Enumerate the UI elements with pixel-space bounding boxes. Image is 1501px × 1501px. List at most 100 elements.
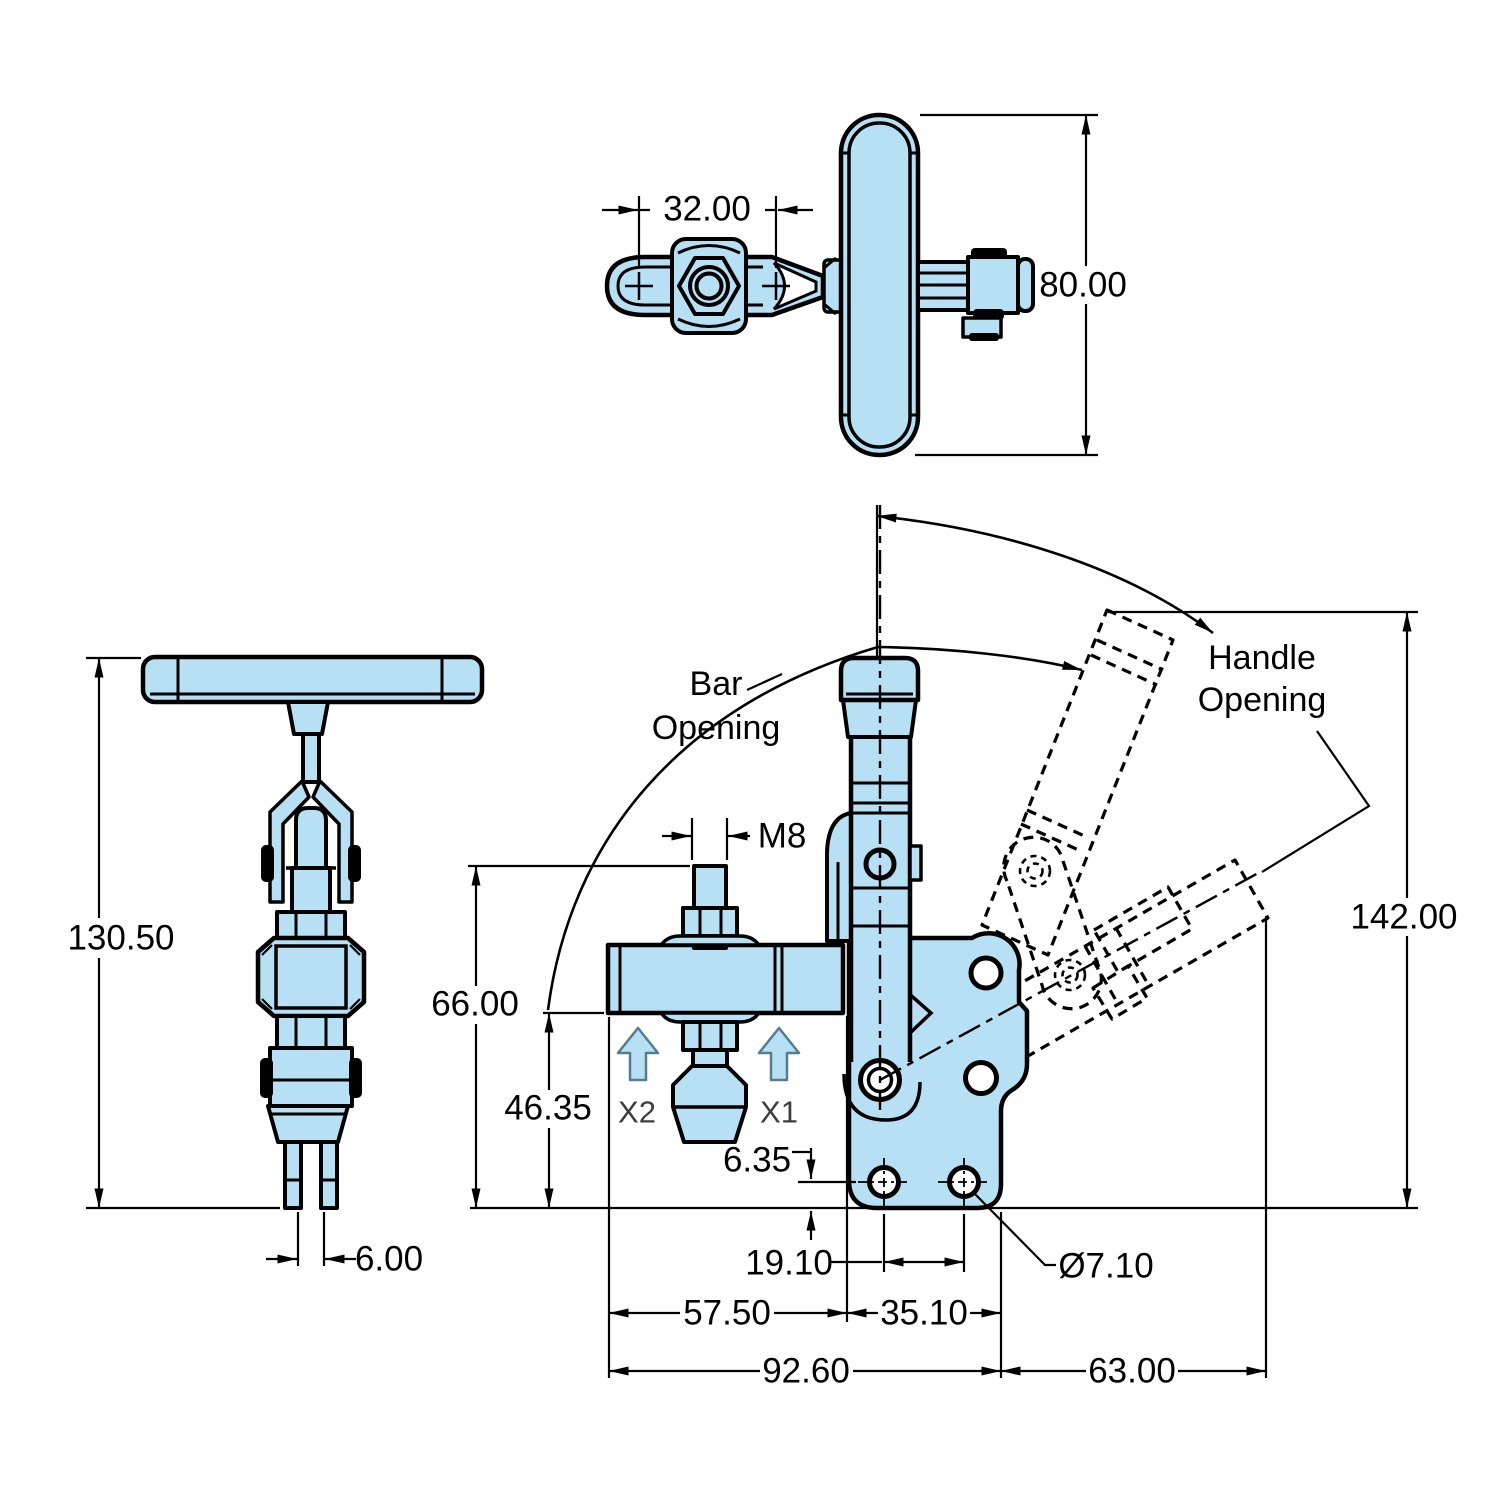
link-block — [290, 866, 332, 916]
side-view: 130.50 6.00 — [55, 654, 485, 1279]
fork-left — [268, 779, 311, 904]
handle-grip-inner — [847, 121, 912, 449]
top-view-rear-bar — [916, 248, 1035, 341]
spindle-shank — [691, 1048, 729, 1068]
clamp-bar — [605, 942, 846, 1016]
prong-left — [283, 1140, 303, 1210]
rear-block-band — [969, 333, 999, 341]
handle-opening-label-2: Opening — [1198, 681, 1327, 719]
bar-opening-arc — [546, 645, 1083, 1011]
hole-center-icon — [858, 1158, 990, 1206]
bar-fork-notch — [772, 261, 818, 311]
lock-pin-right — [349, 1058, 362, 1098]
pivot-pin-right — [348, 845, 361, 882]
clamp-point-label-x1: X1 — [760, 1095, 798, 1130]
handle-pin-boss — [908, 844, 923, 882]
dim-text-32: 32.00 — [663, 190, 751, 229]
dim-text-m8: M8 — [758, 817, 807, 856]
link-plate-phantom — [1002, 835, 1103, 1011]
dim-text-6: 6.00 — [355, 1240, 423, 1279]
pivot-pin-left — [261, 845, 274, 882]
dim-mount-hole-diameter: Ø7.10 — [974, 1193, 1154, 1286]
dim-base-hole-edge-offset: 6.35 — [723, 1141, 816, 1240]
bar-open-phantom — [920, 858, 1270, 1100]
lock-pin-left — [260, 1058, 273, 1098]
dim-overall-width: 92.60 — [609, 1352, 1001, 1391]
handle-opening-label-1: Handle — [1208, 639, 1316, 677]
link-hole-phantom-1 — [1018, 854, 1052, 888]
handle-cap — [838, 655, 921, 703]
inner-rod — [294, 806, 328, 870]
dim-text-66: 66.00 — [431, 985, 519, 1024]
top-view-bar-assembly — [604, 237, 846, 335]
dim-text-35-10: 35.10 — [880, 1294, 968, 1333]
dim-text-6-35: 6.35 — [723, 1141, 791, 1180]
dim-bar-reach: 57.50 — [609, 1294, 847, 1333]
clamp-point-markers: X2 X1 — [616, 1026, 801, 1130]
dim-bar-hole-spacing: 32.00 — [602, 190, 813, 268]
dim-mount-hole-spacing: 19.10 — [745, 1244, 964, 1283]
foot-side — [266, 1104, 350, 1144]
dim-text-142: 142.00 — [1350, 898, 1457, 937]
top-view: 32.00 80.00 — [602, 112, 1127, 458]
bracket-hole-top — [968, 955, 1004, 991]
dim-open-height: 142.00 — [1350, 612, 1458, 1208]
spindle-bore — [694, 271, 724, 301]
dim-text-92-60: 92.60 — [762, 1352, 850, 1391]
rear-nut-cap-top — [971, 248, 1007, 259]
dim-overall-height: 130.50 — [55, 656, 280, 1210]
handle-top — [838, 112, 921, 458]
bar-inner-outline — [616, 265, 763, 307]
dim-bar-underside-height: 46.35 — [504, 1013, 594, 1208]
lower-block — [268, 1046, 354, 1108]
dim-slot-width: 6.00 — [266, 1212, 423, 1279]
dim-text-dia-7-10: Ø7.10 — [1058, 1247, 1153, 1286]
bar-opening-label-2: Opening — [652, 709, 781, 747]
up-arrow-icon — [616, 1026, 660, 1082]
link-hole-phantom-2 — [1053, 958, 1087, 992]
hex-nut-upper — [275, 910, 347, 940]
spindle-foot — [671, 1064, 748, 1144]
hex-nut-lower — [275, 1014, 347, 1050]
open-position-phantom — [920, 608, 1270, 1100]
top-view-handle — [838, 112, 921, 458]
dim-spindle-thread: M8 — [662, 817, 807, 860]
dim-handle-swing-reach: 63.00 — [1001, 1352, 1266, 1391]
open-bar-centerline — [879, 869, 1263, 1082]
front-view: Bar Opening Handle Opening X2 X1 M8 — [431, 505, 1458, 1391]
rear-nut — [966, 255, 1020, 315]
hole-center-icon — [625, 272, 790, 300]
dim-text-130-50: 130.50 — [67, 919, 174, 958]
dim-text-80: 80.00 — [1039, 266, 1127, 305]
prong-right — [319, 1140, 339, 1210]
front-view-dimensions: M8 66.00 46.35 6.35 19.10 — [431, 610, 1458, 1391]
up-arrow-icon — [757, 1026, 801, 1082]
clamp-point-label-x2: X2 — [618, 1095, 656, 1130]
dim-base-right-width: 35.10 — [847, 1294, 1001, 1333]
washer-upper — [660, 934, 760, 947]
swing-annotations: Bar Opening Handle Opening — [546, 513, 1371, 1011]
spindle-assembly — [660, 864, 760, 1144]
spindle-nut-upper — [681, 906, 739, 938]
main-block — [255, 935, 367, 1019]
spindle-nut-phantom — [1092, 885, 1194, 974]
fork-right — [311, 779, 354, 904]
handle-open-phantom — [980, 608, 1175, 957]
dim-text-57-50: 57.50 — [683, 1294, 771, 1333]
washer-lower — [660, 1011, 760, 1024]
dim-text-63: 63.00 — [1088, 1352, 1176, 1391]
bracket-hole-mid — [963, 1060, 999, 1096]
spindle-nut-lower — [681, 1020, 739, 1052]
main-block-inner — [274, 944, 348, 1010]
stem-rod — [301, 732, 321, 784]
front-view-parts — [605, 655, 1030, 1211]
handle-opening-arc — [876, 513, 1214, 635]
dim-handle-length: 80.00 — [915, 113, 1127, 457]
side-view-parts — [140, 654, 485, 1210]
dim-spindle-height: 66.00 — [431, 866, 520, 1208]
handle-closed — [838, 655, 923, 1062]
dim-text-46-35: 46.35 — [504, 1089, 592, 1128]
bar-opening-label-1: Bar — [690, 665, 743, 703]
